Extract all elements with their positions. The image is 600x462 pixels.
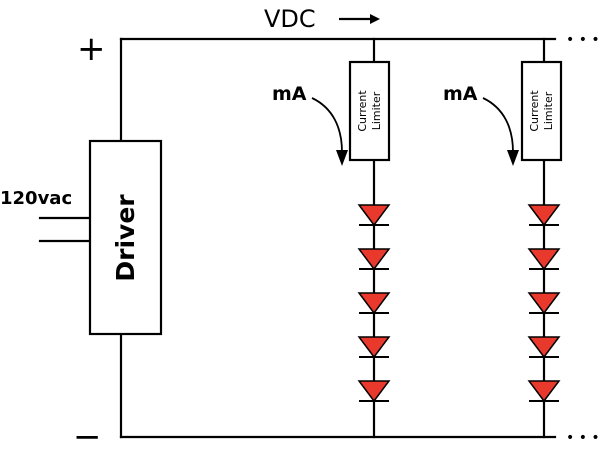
led-icon xyxy=(357,248,391,271)
led-icon xyxy=(357,292,391,315)
led-icon xyxy=(527,248,561,271)
led-icon xyxy=(527,380,561,403)
branch-2: Current Limiter mA xyxy=(443,60,563,403)
led-string-2 xyxy=(527,204,561,403)
current-limiter-2-line1: Current xyxy=(528,90,541,132)
current-limiter-2-line2: Limiter xyxy=(542,91,555,130)
current-label-1: mA xyxy=(272,83,307,105)
branch-1: Current Limiter mA xyxy=(272,60,391,403)
current-limiter-2 xyxy=(520,60,563,162)
current-arrow-icon-2 xyxy=(482,97,519,166)
input-voltage-label: 120vac xyxy=(0,188,72,209)
led-string-1 xyxy=(357,204,391,403)
minus-sign: − xyxy=(73,417,102,457)
led-icon xyxy=(357,204,391,227)
current-limiter-1-line2: Limiter xyxy=(370,91,383,130)
current-limiter-1-line1: Current xyxy=(356,90,369,132)
current-limiter-1 xyxy=(348,60,391,162)
led-icon xyxy=(527,204,561,227)
driver-label: Driver xyxy=(111,194,140,282)
vdc-arrow-icon xyxy=(339,14,380,24)
current-label-2: mA xyxy=(443,83,478,105)
plus-sign: + xyxy=(77,29,106,69)
vdc-label: VDC xyxy=(264,5,316,33)
led-icon xyxy=(527,292,561,315)
led-icon xyxy=(357,336,391,359)
top-continuation-dots: • • • xyxy=(566,32,600,48)
bottom-continuation-dots: • • • xyxy=(566,430,600,446)
led-icon xyxy=(527,336,561,359)
led-icon xyxy=(357,380,391,403)
current-arrow-icon-1 xyxy=(311,97,348,166)
driver-box xyxy=(88,139,163,336)
